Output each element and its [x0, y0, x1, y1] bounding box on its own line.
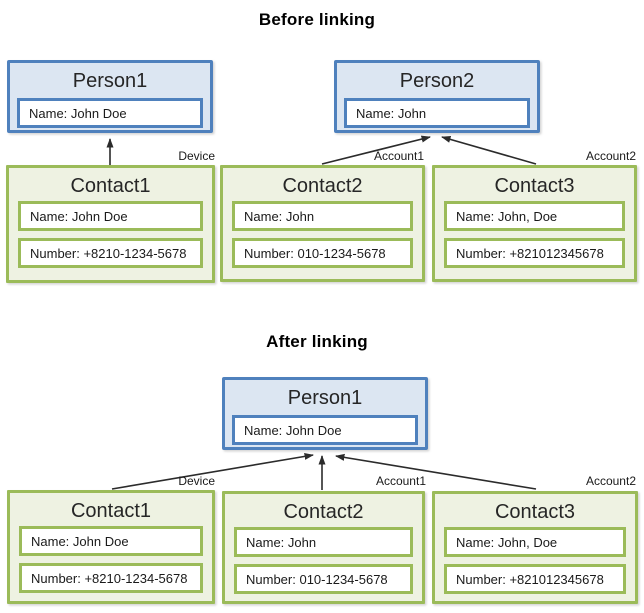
- before-contact2-number-field: Number: 010-1234-5678: [232, 238, 413, 268]
- after-contact2-number-field: Number: 010-1234-5678: [234, 564, 413, 594]
- after-person1-title: Person1: [287, 387, 363, 409]
- after-contact2-title: Contact2: [283, 501, 364, 523]
- after-device-label: Device: [178, 474, 215, 488]
- after-contact1-name-field: Name: John Doe: [19, 526, 203, 556]
- before-person2-box: Person2 Name: John: [334, 60, 540, 133]
- before-contact3-name-field: Name: John, Doe: [444, 201, 625, 231]
- before-person1-box: Person1 Name: John Doe: [7, 60, 213, 133]
- after-contact3-name-field: Name: John, Doe: [444, 527, 626, 557]
- before-contact2-box: Contact2 Name: John Number: 010-1234-567…: [220, 165, 425, 282]
- before-section-title: Before linking: [258, 10, 376, 29]
- before-device-label: Device: [178, 149, 215, 163]
- after-person1-name-field: Name: John Doe: [232, 415, 418, 445]
- after-contact3-number-field: Number: +821012345678: [444, 564, 626, 594]
- before-contact1-name-field: Name: John Doe: [18, 201, 203, 231]
- before-contact1-box: Contact1 Name: John Doe Number: +8210-12…: [6, 165, 215, 283]
- after-contact3-box: Contact3 Name: John, Doe Number: +821012…: [432, 491, 638, 604]
- before-contact3-box: Contact3 Name: John, Doe Number: +821012…: [432, 165, 637, 282]
- after-contact1-box: Contact1 Name: John Doe Number: +8210-12…: [7, 490, 215, 604]
- after-contact2-box: Contact2 Name: John Number: 010-1234-567…: [222, 491, 425, 604]
- before-contact1-number-field: Number: +8210-1234-5678: [18, 238, 203, 268]
- before-contact1-title: Contact1: [70, 175, 151, 197]
- before-person2-title: Person2: [399, 70, 475, 92]
- after-contact3-title: Contact3: [494, 501, 576, 523]
- before-contact2-name-field: Name: John: [232, 201, 413, 231]
- before-account1-label: Account1: [373, 149, 424, 163]
- before-contact3-title: Contact3: [494, 175, 575, 197]
- before-account2-label: Account2: [585, 149, 636, 163]
- before-contact2-title: Contact2: [282, 175, 363, 197]
- before-person1-name-field: Name: John Doe: [17, 98, 203, 128]
- after-person1-box: Person1 Name: John Doe: [222, 377, 428, 450]
- after-contact1-title: Contact1: [70, 500, 152, 522]
- after-account1-label: Account1: [375, 474, 426, 488]
- before-person1-title: Person1: [72, 70, 148, 92]
- before-person2-name-field: Name: John: [344, 98, 530, 128]
- after-contact2-name-field: Name: John: [234, 527, 413, 557]
- after-account2-label: Account2: [585, 474, 636, 488]
- after-contact1-number-field: Number: +8210-1234-5678: [19, 563, 203, 593]
- after-section-title: After linking: [266, 332, 368, 351]
- arrow-before-contact3-to-person2: [441, 135, 537, 165]
- before-contact3-number-field: Number: +821012345678: [444, 238, 625, 268]
